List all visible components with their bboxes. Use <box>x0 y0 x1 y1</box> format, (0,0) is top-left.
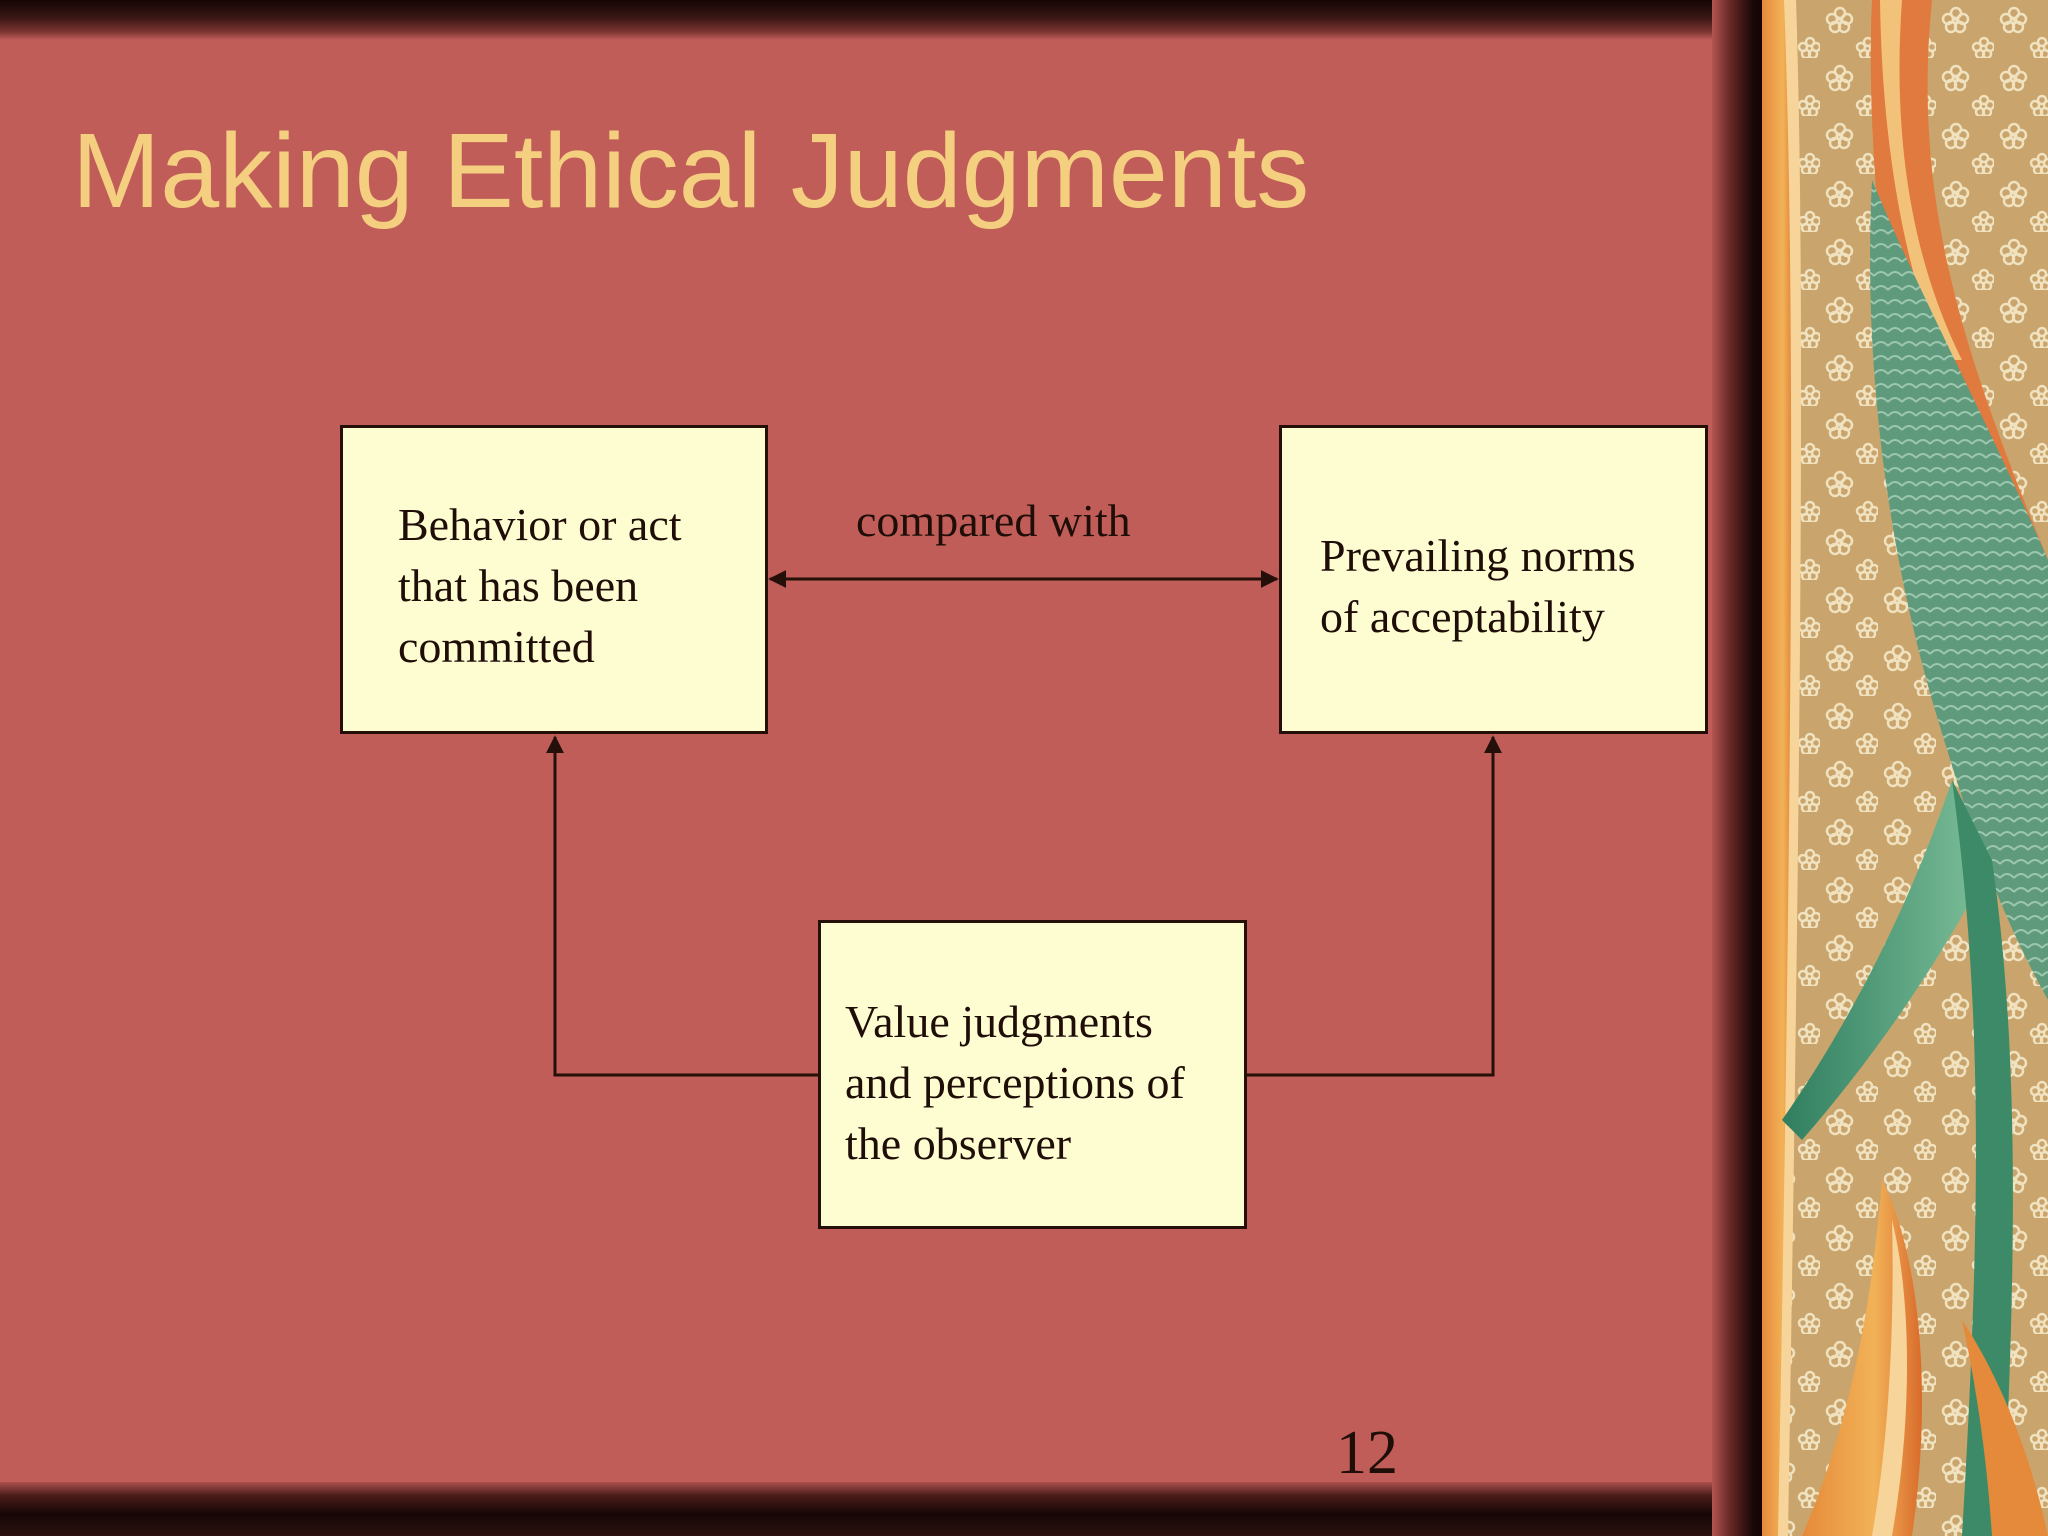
box-value-judgments: Value judgments and perceptions of the o… <box>818 920 1247 1229</box>
box-value-line: the observer <box>845 1118 1072 1169</box>
box-value-line: Value judgments <box>845 996 1153 1047</box>
box-behavior-line: committed <box>398 621 595 672</box>
frame-right <box>1712 0 1770 1536</box>
box-behavior: Behavior or act that has been committed <box>340 425 768 734</box>
box-norms-line: of acceptability <box>1320 591 1605 642</box>
slide-title: Making Ethical Judgments <box>72 112 1310 230</box>
relation-label: compared with <box>856 495 1131 546</box>
page-number: 12 <box>1336 1419 1398 1487</box>
box-norms: Prevailing norms of acceptability <box>1279 425 1708 734</box>
box-norms-line: Prevailing norms <box>1320 530 1636 581</box>
box-behavior-line: that has been <box>398 560 639 611</box>
arrow-value-to-behavior <box>546 735 818 1077</box>
decorative-ribbon-art <box>1762 0 2048 1536</box>
decorative-side-panel <box>1762 0 2048 1536</box>
frame-top <box>0 0 1770 40</box>
arrow-value-to-norms <box>1247 735 1502 1077</box>
box-behavior-line: Behavior or act <box>398 499 682 550</box>
frame-bottom <box>0 1482 1770 1536</box>
box-value-line: and perceptions of <box>845 1057 1185 1108</box>
